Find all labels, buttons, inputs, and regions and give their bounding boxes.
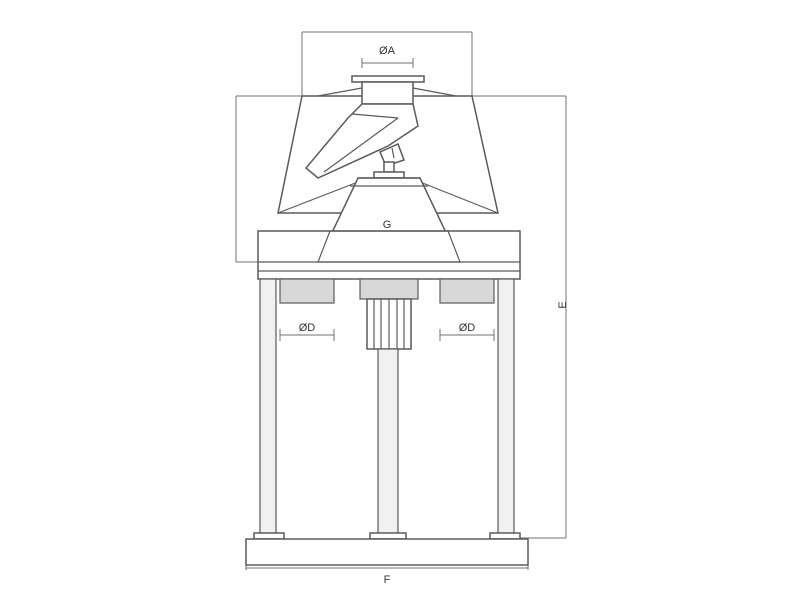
pivot-joint [373,142,405,179]
label-g: G [383,219,392,231]
label-dia-d-left: ØD [299,322,316,334]
label-e: E [557,301,569,308]
base-plate [245,538,529,566]
label-dia-a: ØA [379,45,396,57]
main-frame [257,230,521,280]
dimension-labels: ØA G E ØD ØD F [299,45,569,586]
label-dia-d-right: ØD [459,322,476,334]
discharge-boxes [279,278,495,304]
inlet-pipe [351,75,425,105]
motor [359,278,419,540]
label-f: F [384,574,391,586]
frame-legs [253,278,521,540]
distribution-chute [304,103,419,179]
